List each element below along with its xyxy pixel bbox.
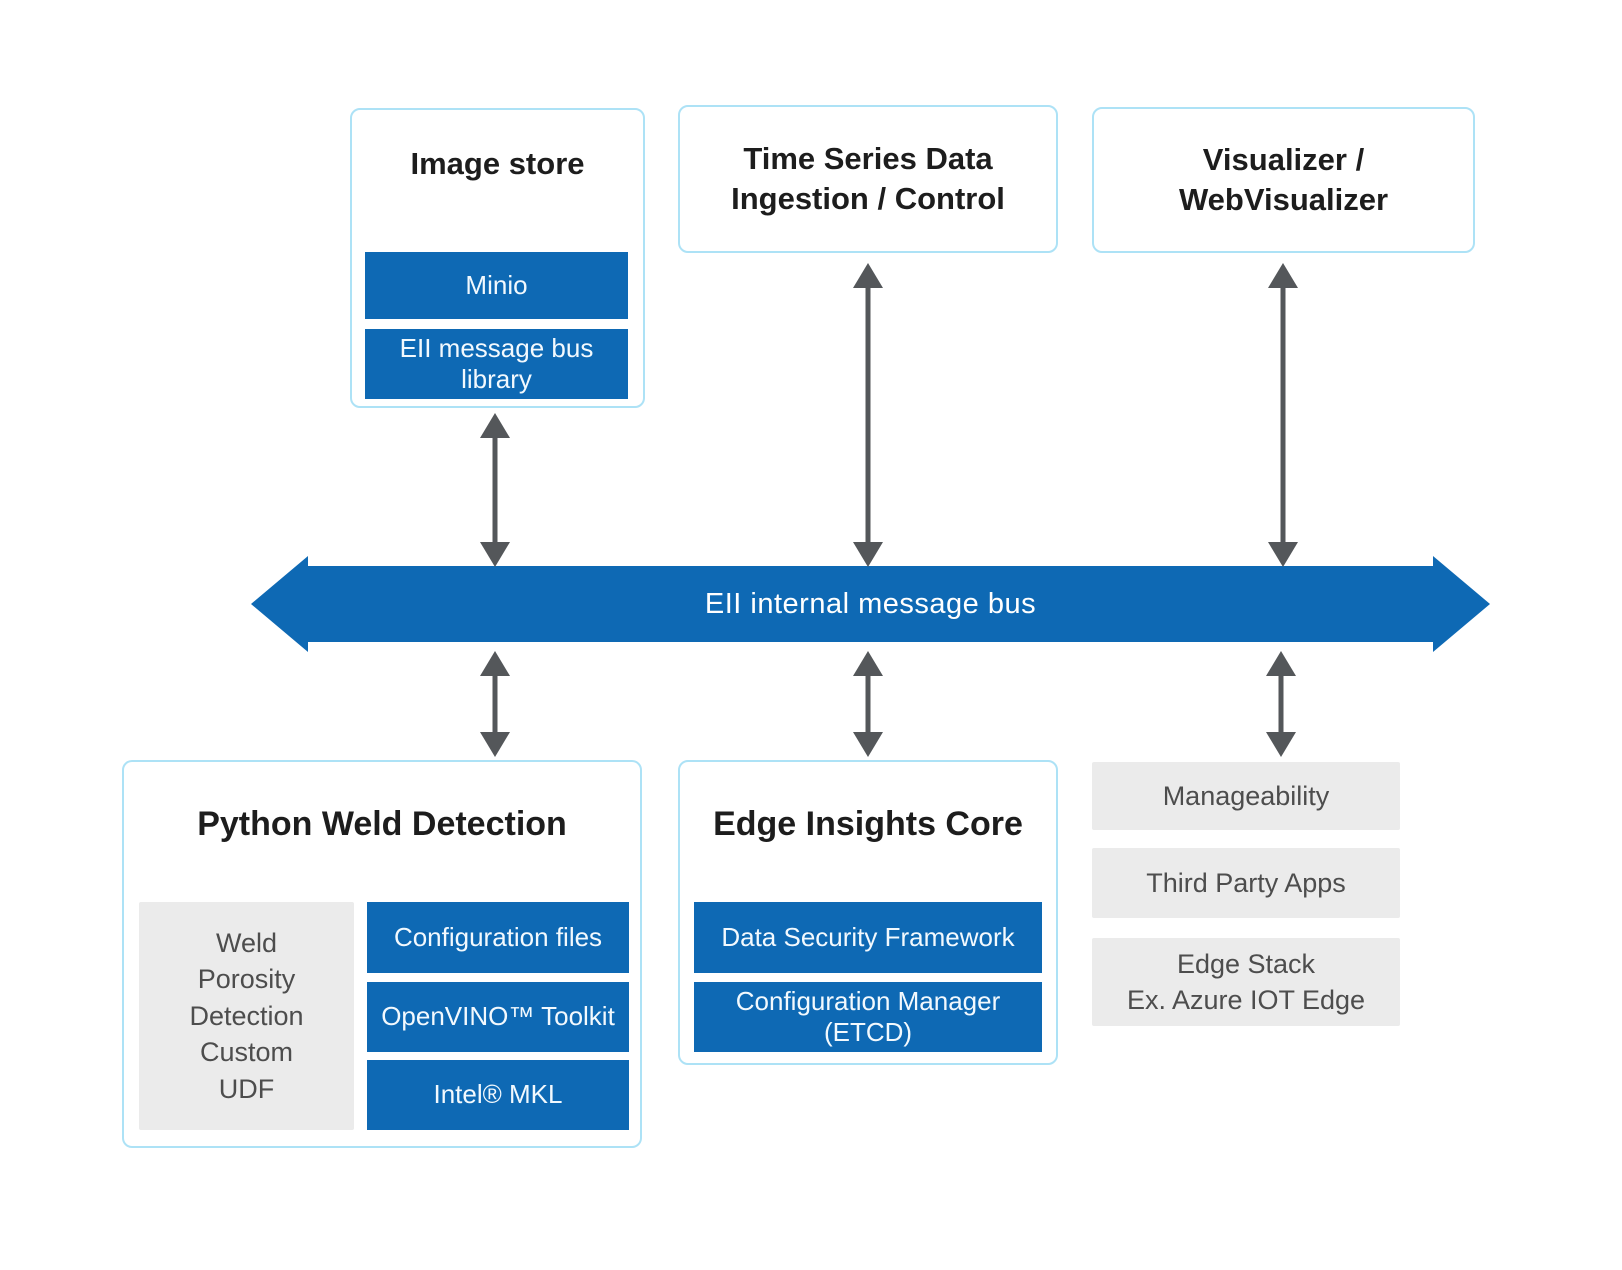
bus-python-weld-arrow bbox=[480, 651, 510, 757]
time-series-box: Time Series Data Ingestion / Control bbox=[678, 105, 1058, 253]
openvino-toolkit-chip: OpenVINO™ Toolkit bbox=[367, 982, 629, 1052]
python-weld-detection-box: Python Weld Detection Weld Porosity Dete… bbox=[122, 760, 642, 1148]
bus-manageability-arrow bbox=[1266, 651, 1296, 757]
minio-chip: Minio bbox=[365, 252, 628, 319]
time-series-bus-arrow bbox=[853, 263, 883, 567]
weld-porosity-panel: Weld Porosity Detection Custom UDF bbox=[139, 902, 354, 1130]
configuration-manager-etcd-chip: Configuration Manager (ETCD) bbox=[694, 982, 1042, 1052]
edge-stack-box: Edge Stack Ex. Azure IOT Edge bbox=[1092, 938, 1400, 1026]
visualizer-title: Visualizer / WebVisualizer bbox=[1178, 141, 1389, 217]
eii-message-bus-label: EII internal message bus bbox=[704, 587, 1037, 620]
bus-edge-insights-arrow bbox=[853, 651, 883, 757]
edge-insights-core-title: Edge Insights Core bbox=[713, 805, 1023, 843]
visualizer-bus-arrow bbox=[1268, 263, 1298, 567]
image-store-title: Image store bbox=[410, 146, 585, 181]
image-store-box: Image store Minio EII message bus librar… bbox=[350, 108, 645, 408]
python-weld-detection-title: Python Weld Detection bbox=[197, 805, 567, 843]
data-security-framework-chip: Data Security Framework bbox=[694, 902, 1042, 973]
eii-message-bus-arrow bbox=[251, 556, 1490, 652]
time-series-title: Time Series Data Ingestion / Control bbox=[731, 140, 1005, 216]
eii-message-bus-library-chip: EII message bus library bbox=[365, 329, 628, 399]
edge-insights-core-box: Edge Insights Core Data Security Framewo… bbox=[678, 760, 1058, 1065]
visualizer-box: Visualizer / WebVisualizer bbox=[1092, 107, 1475, 253]
intel-mkl-chip: Intel® MKL bbox=[367, 1060, 629, 1130]
image-store-bus-arrow bbox=[480, 413, 510, 567]
third-party-apps-box: Third Party Apps bbox=[1092, 848, 1400, 918]
configuration-files-chip: Configuration files bbox=[367, 902, 629, 973]
manageability-box: Manageability bbox=[1092, 762, 1400, 830]
